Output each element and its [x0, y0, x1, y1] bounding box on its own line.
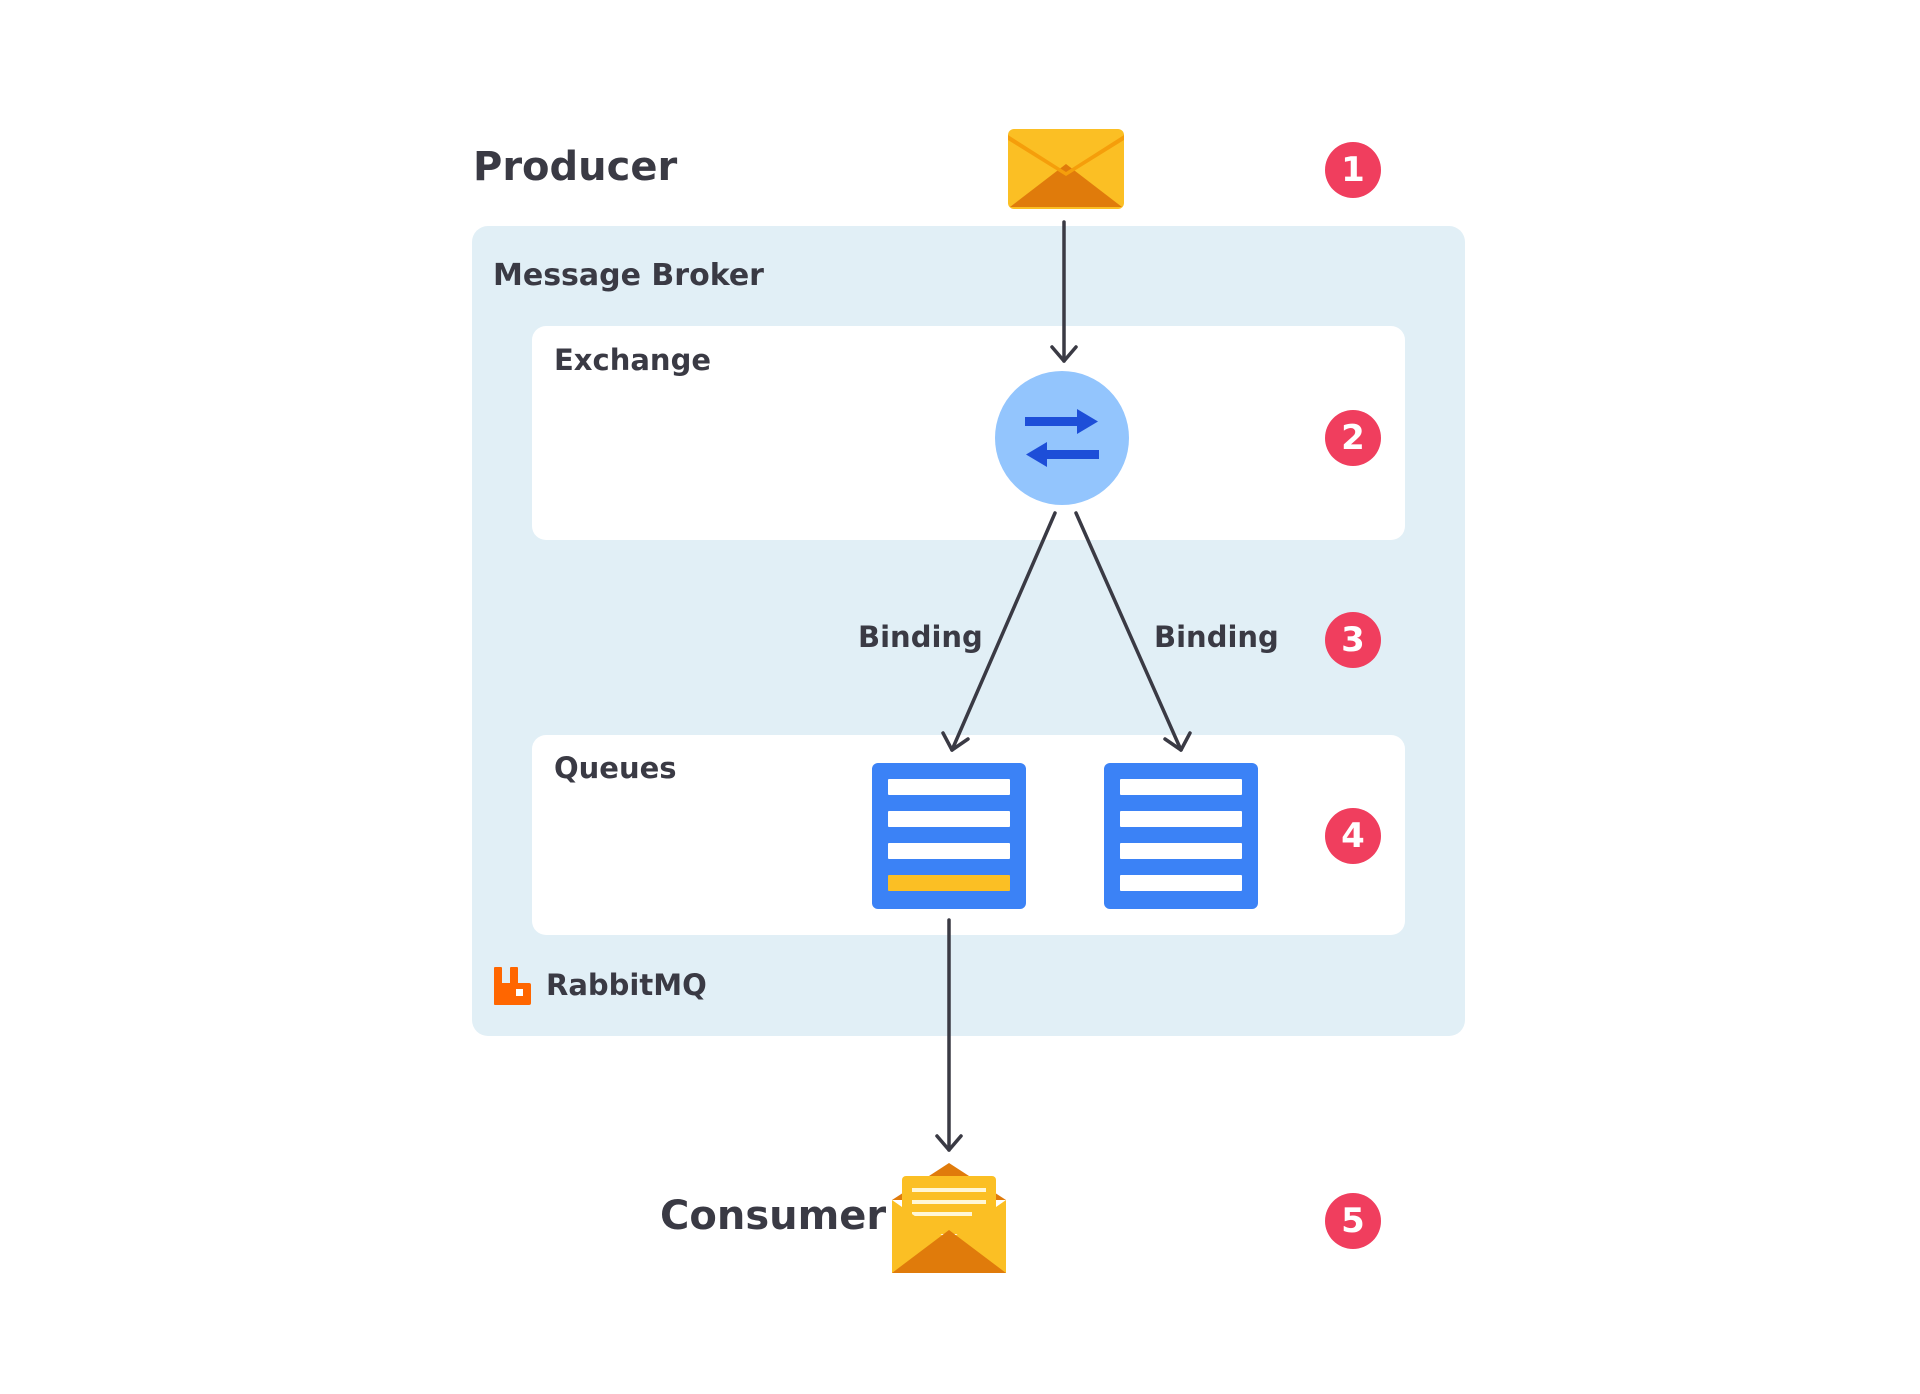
- exchange-node: [995, 371, 1129, 505]
- queue-message-slot: [888, 843, 1010, 859]
- arrow-queue-to-consumer: [935, 918, 963, 1152]
- queues-label: Queues: [554, 751, 677, 785]
- arrow-binding-left: [941, 511, 1057, 752]
- step-badge-2: 2: [1325, 410, 1381, 466]
- exchange-label: Exchange: [554, 343, 711, 377]
- binding-label-left: Binding: [858, 620, 983, 654]
- queue-message-slot: [888, 779, 1010, 795]
- step-badge-3: 3: [1325, 612, 1381, 668]
- envelope-closed-icon: [1008, 129, 1124, 209]
- arrow-producer-to-exchange: [1050, 220, 1078, 363]
- queue-message-slot: [1120, 779, 1242, 795]
- producer-label: Producer: [473, 144, 678, 190]
- binding-label-right: Binding: [1154, 620, 1279, 654]
- queue-message-highlight: [888, 875, 1010, 891]
- queue-message-slot: [1120, 843, 1242, 859]
- queue-1: [872, 763, 1026, 909]
- rabbitmq-label: RabbitMQ: [546, 968, 707, 1002]
- consumer-label: Consumer: [660, 1193, 887, 1239]
- queue-message-slot: [1120, 811, 1242, 827]
- message-broker-label: Message Broker: [493, 258, 764, 293]
- step-badge-1: 1: [1325, 142, 1381, 198]
- exchange-panel: [532, 326, 1405, 540]
- queue-message-slot: [888, 811, 1010, 827]
- step-badge-4: 4: [1325, 808, 1381, 864]
- queue-2: [1104, 763, 1258, 909]
- rabbitmq-logo-icon: [494, 967, 531, 1005]
- envelope-open-icon: [892, 1163, 1006, 1273]
- exchange-arrows-icon: [1025, 409, 1099, 467]
- queue-message-slot: [1120, 875, 1242, 891]
- arrow-binding-right: [1074, 511, 1192, 752]
- step-badge-5: 5: [1325, 1193, 1381, 1249]
